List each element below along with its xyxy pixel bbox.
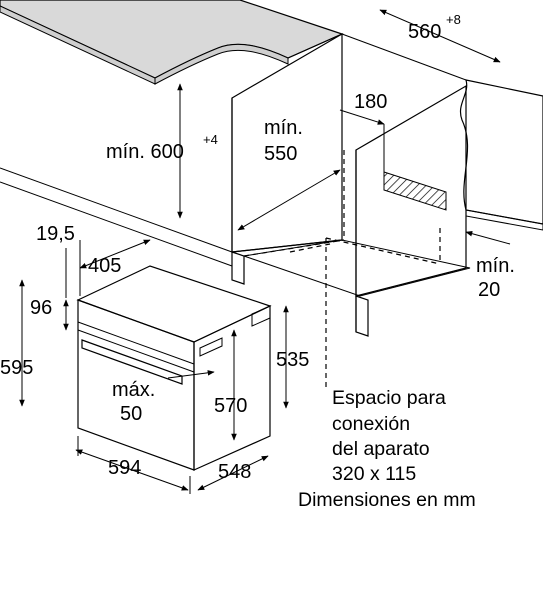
max-value-label: 50 [120, 403, 142, 425]
rear-gap-label: 180 [354, 91, 387, 113]
connection-note-line1: Espacio para [332, 387, 446, 409]
min-depth-value: 550 [264, 143, 297, 165]
total-height-label: 595 [0, 357, 33, 379]
body-height-label: 535 [276, 349, 309, 371]
cabinet-niche [0, 32, 543, 388]
niche-width-label: 560 [408, 21, 441, 43]
connection-note-line3: del aparato [332, 438, 430, 460]
min-depth-prefix: mín. [264, 117, 303, 139]
body-depth-height-label: 570 [214, 395, 247, 417]
oven [76, 265, 272, 471]
side-gap-prefix: mín. [476, 255, 515, 277]
control-panel-offset-label: 19,5 [36, 223, 75, 245]
min-height-tolerance: +4 [203, 132, 218, 147]
body-depth-label: 548 [218, 461, 251, 483]
panel-height-label: 96 [30, 297, 52, 319]
dimension-lines [19, 9, 511, 494]
front-width-label: 594 [108, 457, 141, 479]
connection-note-line2: conexión [332, 413, 410, 435]
connection-size: 320 x 115 [332, 463, 416, 485]
countertop [0, 0, 344, 85]
max-prefix-label: máx. [112, 379, 155, 401]
top-depth-label: 405 [88, 255, 121, 277]
niche-width-tolerance: +8 [446, 12, 461, 27]
units-note: Dimensiones en mm [298, 489, 476, 511]
side-gap-value: 20 [478, 279, 500, 301]
min-height-label: mín. 600 [106, 141, 184, 163]
